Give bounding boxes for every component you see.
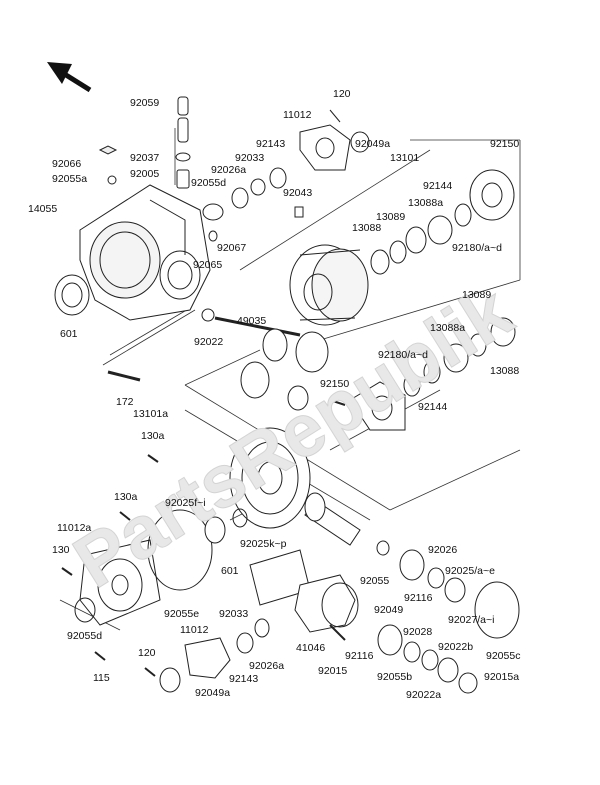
seal-601-top — [54, 274, 90, 316]
part-label-49035: 49035 — [237, 315, 267, 327]
part-label-92055d-bot: 92055d — [67, 630, 103, 642]
pinion-gear — [304, 492, 361, 546]
part-label-130a-mid: 130a — [114, 491, 138, 503]
ring-gear — [229, 427, 311, 529]
clutch-discs-mid — [403, 317, 516, 397]
part-label-92067: 92067 — [217, 242, 247, 254]
part-label-130a-top: 130a — [141, 430, 165, 442]
part-label-92055d-top: 92055d — [191, 177, 227, 189]
part-label-130: 130 — [52, 544, 70, 556]
front-direction-arrow-icon — [47, 62, 92, 93]
part-label-92027: 92027/a~i — [448, 614, 495, 626]
vent-pipe-assembly — [98, 96, 191, 189]
bearing-601-bot — [204, 516, 226, 544]
bevel-gears — [240, 328, 329, 411]
bearing-92049a-top — [350, 131, 370, 153]
part-label-92028: 92028 — [403, 626, 433, 638]
clutch-discs-top — [370, 203, 472, 275]
part-label-92116-b: 92116 — [345, 650, 374, 662]
part-label-13088a-top: 13088a — [408, 197, 444, 209]
part-label-92033-top: 92033 — [235, 152, 265, 164]
flange-92150-top — [469, 169, 515, 221]
part-label-41046: 41046 — [296, 642, 326, 654]
o-ring-92055c — [474, 581, 520, 639]
o-ring-92055d-bot — [74, 597, 96, 623]
part-label-92143-bot: 92143 — [229, 673, 259, 685]
bolts — [61, 399, 346, 677]
o-ring-92055d — [202, 203, 224, 221]
washer-92143-top — [269, 167, 287, 189]
part-label-13101: 13101 — [390, 152, 420, 164]
part-label-14055: 14055 — [28, 203, 58, 215]
differential-carrier — [289, 244, 369, 326]
part-label-92026a-bot: 92026a — [249, 660, 285, 672]
shim-92026a-top — [250, 178, 266, 196]
part-label-92066: 92066 — [52, 158, 82, 170]
part-label-172: 172 — [116, 396, 134, 408]
part-label-13088a-mid: 13088a — [430, 322, 466, 334]
part-label-92049: 92049 — [374, 604, 404, 616]
part-label-92025kp: 92025k~p — [240, 538, 287, 550]
part-label-13089-top: 13089 — [376, 211, 406, 223]
bolt-172 — [107, 370, 141, 382]
part-label-13101a: 13101a — [133, 408, 169, 420]
part-label-120-bot: 120 — [138, 647, 156, 659]
ring-92033-top — [231, 187, 249, 209]
part-label-92055c: 92055c — [486, 650, 521, 662]
part-label-92022a: 92022a — [406, 689, 442, 701]
part-label-92055e: 92055e — [164, 608, 200, 620]
part-label-11012a: 11012a — [57, 522, 92, 534]
part-label-92033-bot: 92033 — [219, 608, 249, 620]
part-label-120-top: 120 — [333, 88, 351, 100]
plug-92067 — [208, 230, 218, 242]
bearings-lower — [377, 549, 478, 694]
part-label-92144-mid: 92144 — [418, 401, 448, 413]
gasket-ring-92055e — [147, 509, 213, 591]
part-label-92015: 92015 — [318, 665, 348, 677]
part-label-92025ae: 92025/a~e — [445, 565, 495, 577]
part-label-92143-top: 92143 — [256, 138, 286, 150]
final-gear-case-housing — [79, 184, 211, 321]
part-label-92037: 92037 — [130, 152, 160, 164]
part-label-13089-mid: 13089 — [462, 289, 492, 301]
part-label-92055b: 92055b — [377, 671, 413, 683]
part-label-92055a: 92055a — [52, 173, 88, 185]
part-label-601-bot: 601 — [221, 565, 239, 577]
part-label-13088-mid: 13088 — [490, 365, 520, 377]
part-label-92180-top: 92180/a~d — [452, 242, 502, 254]
pin-92043 — [294, 206, 304, 218]
bearing-housing-11012-bot — [159, 618, 270, 693]
shim-bot — [232, 508, 248, 528]
part-label-92022b: 92022b — [438, 641, 474, 653]
part-label-92065: 92065 — [193, 259, 223, 271]
part-label-11012-bot: 11012 — [180, 624, 209, 636]
part-label-92025fi: 92025f~i — [165, 497, 206, 509]
part-label-92049a-bot: 92049a — [195, 687, 231, 699]
part-label-92144-top: 92144 — [423, 180, 453, 192]
part-label-92116-a: 92116 — [404, 592, 433, 604]
part-label-92043: 92043 — [283, 187, 313, 199]
part-label-13088-top: 13088 — [352, 222, 382, 234]
part-label-92150-top: 92150 — [490, 138, 520, 150]
flange-92150-mid — [349, 381, 406, 431]
part-label-92049a-top: 92049a — [355, 138, 391, 150]
part-label-92005: 92005 — [130, 168, 160, 180]
part-label-92180-mid: 92180/a~d — [378, 349, 428, 361]
part-label-92022: 92022 — [194, 336, 224, 348]
part-label-601-top: 601 — [60, 328, 78, 340]
part-label-92026a-top: 92026a — [211, 164, 247, 176]
part-label-92150-mid: 92150 — [320, 378, 350, 390]
part-label-115: 115 — [93, 672, 110, 684]
bearing-housing-11012-top — [299, 109, 351, 171]
part-label-92015a: 92015a — [484, 671, 520, 683]
o-ring-92055 — [376, 540, 390, 556]
part-label-11012-top: 11012 — [283, 109, 312, 121]
part-label-92059: 92059 — [130, 97, 160, 109]
part-label-92026: 92026 — [428, 544, 458, 556]
pinion-housing — [294, 574, 359, 633]
part-label-92055: 92055 — [360, 575, 390, 587]
rear-cover-11012a — [79, 539, 161, 626]
pinion-shaft-49035 — [201, 308, 301, 337]
